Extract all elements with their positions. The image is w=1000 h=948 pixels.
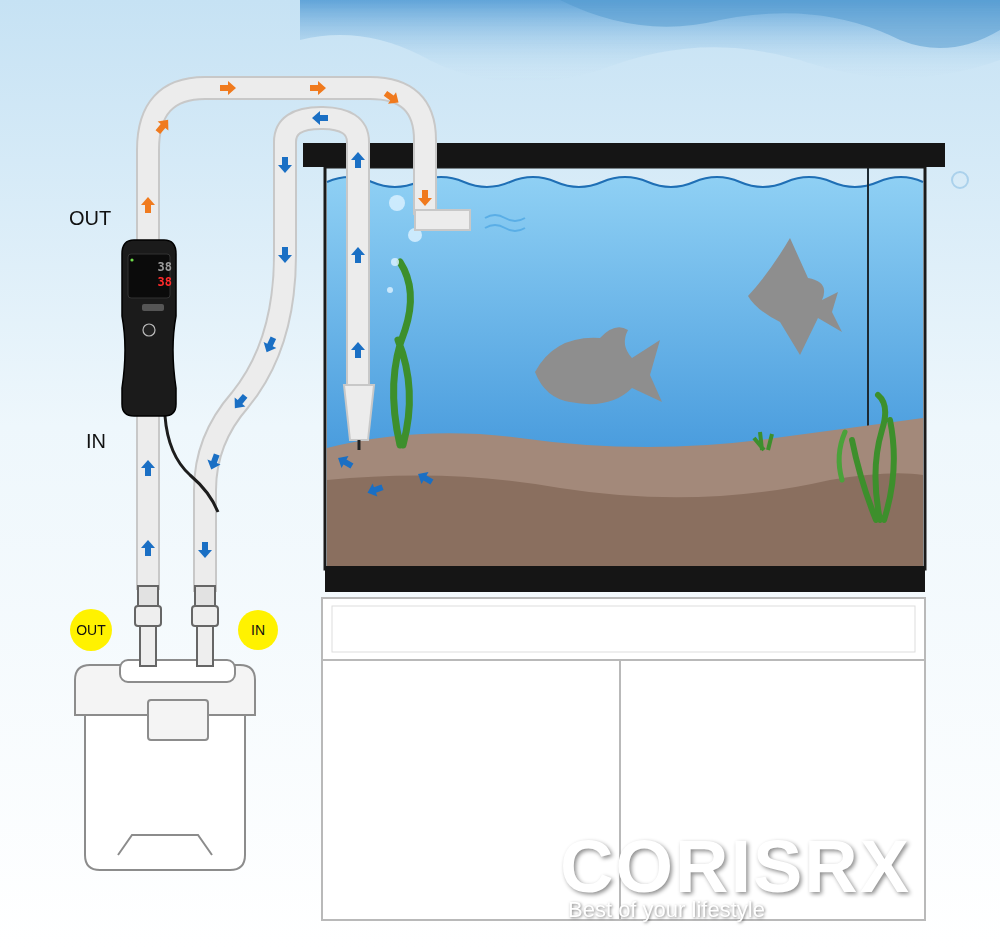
port-label: OUT — [76, 622, 106, 638]
heater-button — [143, 324, 155, 336]
heater-cord — [165, 416, 218, 512]
aquarium — [303, 143, 945, 592]
bubble — [387, 287, 393, 293]
tank-back-edge — [867, 167, 869, 450]
watermark: CORISRX — [560, 826, 911, 907]
outlet-nozzle — [415, 210, 470, 230]
strainer-stem — [358, 440, 361, 450]
heater-controller: 3838 — [120, 238, 178, 418]
output-hose — [148, 88, 425, 590]
cabinet — [322, 598, 925, 920]
plant — [754, 432, 772, 450]
port-label: IN — [251, 622, 265, 638]
heater-logo — [142, 304, 164, 311]
port-badge: IN — [238, 610, 278, 650]
flow-arrows-out — [141, 81, 432, 213]
plant — [839, 432, 845, 480]
port-badge: OUT — [70, 609, 112, 651]
output-hose — [148, 88, 425, 590]
sand — [327, 418, 923, 568]
tank-lid — [303, 143, 945, 167]
tank-base — [325, 566, 925, 592]
temperature-readout: 38 — [158, 275, 172, 290]
sand-front — [327, 473, 923, 568]
temperature-readout: 38 — [158, 260, 172, 275]
flow-arrows-in — [141, 111, 435, 558]
heater-port-label: IN — [86, 430, 106, 452]
intake-hose — [205, 118, 358, 592]
intake-strainer — [344, 385, 374, 440]
fish — [535, 327, 662, 404]
heater-port-label: OUT — [69, 207, 111, 229]
tank-glass — [325, 167, 925, 569]
canister-filter — [75, 586, 255, 870]
bubble — [389, 195, 405, 211]
plant — [394, 262, 411, 445]
plant — [852, 395, 894, 520]
intake-hose — [205, 118, 358, 592]
outflow-ripples — [485, 215, 525, 231]
watermark-slogan: Best of your lifestyle — [568, 898, 765, 922]
angelfish — [748, 238, 842, 355]
heater-housing — [122, 240, 176, 416]
power-led — [130, 258, 133, 261]
tubes — [148, 88, 470, 592]
tank-water — [327, 177, 923, 568]
bubble — [391, 258, 399, 266]
